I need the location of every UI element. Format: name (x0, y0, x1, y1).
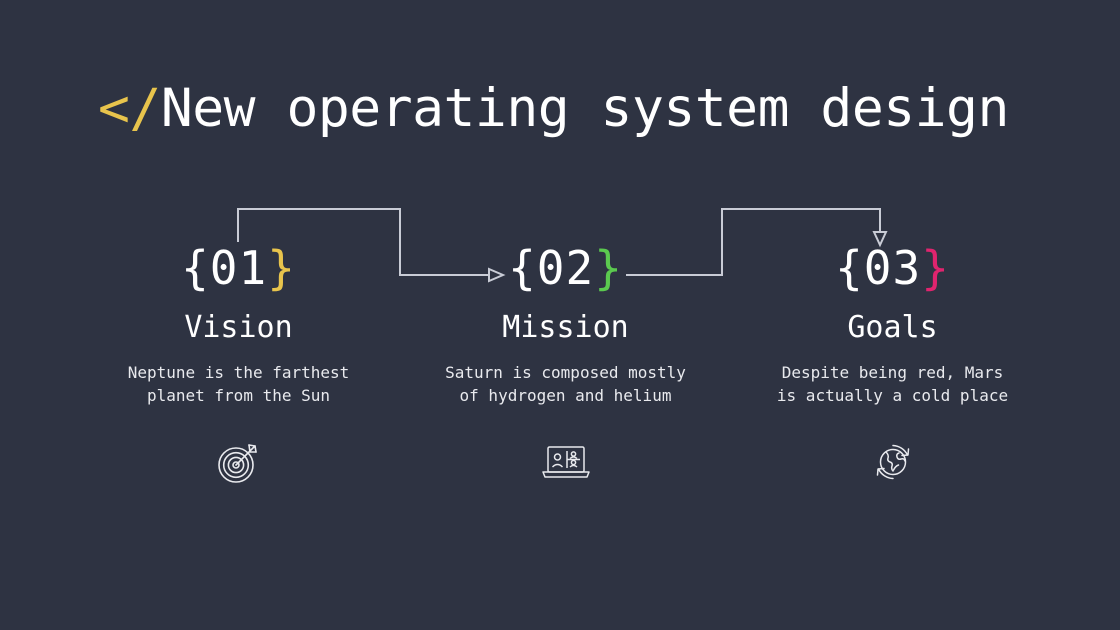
globe-arrows-icon (866, 435, 920, 489)
badge-number: 01 (209, 241, 268, 295)
column-body-mission: Saturn is composed mostly of hydrogen an… (445, 363, 686, 405)
video-conference-laptop-icon (539, 435, 593, 489)
badge-brace-close: } (267, 241, 296, 295)
column-heading-mission: Mission (502, 310, 629, 345)
badge-01: {01} (181, 240, 296, 296)
badge-brace-open: { (181, 241, 210, 295)
column-body-goals: Despite being red, Mars is actually a co… (776, 363, 1009, 405)
badge-number: 02 (536, 241, 595, 295)
column-heading-goals: Goals (847, 310, 938, 345)
column-goals: {03} Goals Despite being red, Mars is ac… (726, 240, 1059, 489)
column-heading-vision: Vision (184, 310, 293, 345)
badge-brace-close: } (594, 241, 623, 295)
page-title-text: New operating system design (160, 78, 1010, 139)
badge-brace-close: } (921, 241, 950, 295)
column-body-vision: Neptune is the farthest planet from the … (127, 363, 350, 405)
target-arrow-icon (212, 435, 266, 489)
code-tag-icon: </ (98, 78, 161, 139)
columns-container: {01} Vision Neptune is the farthest plan… (0, 240, 1120, 489)
page-title: </New operating system design (98, 78, 1009, 139)
badge-number: 03 (863, 241, 922, 295)
badge-brace-open: { (835, 241, 864, 295)
column-mission: {02} Mission Saturn is composed mostly o… (399, 240, 732, 489)
column-vision: {01} Vision Neptune is the farthest plan… (72, 240, 405, 489)
badge-02: {02} (508, 240, 623, 296)
badge-03: {03} (835, 240, 950, 296)
badge-brace-open: { (508, 241, 537, 295)
